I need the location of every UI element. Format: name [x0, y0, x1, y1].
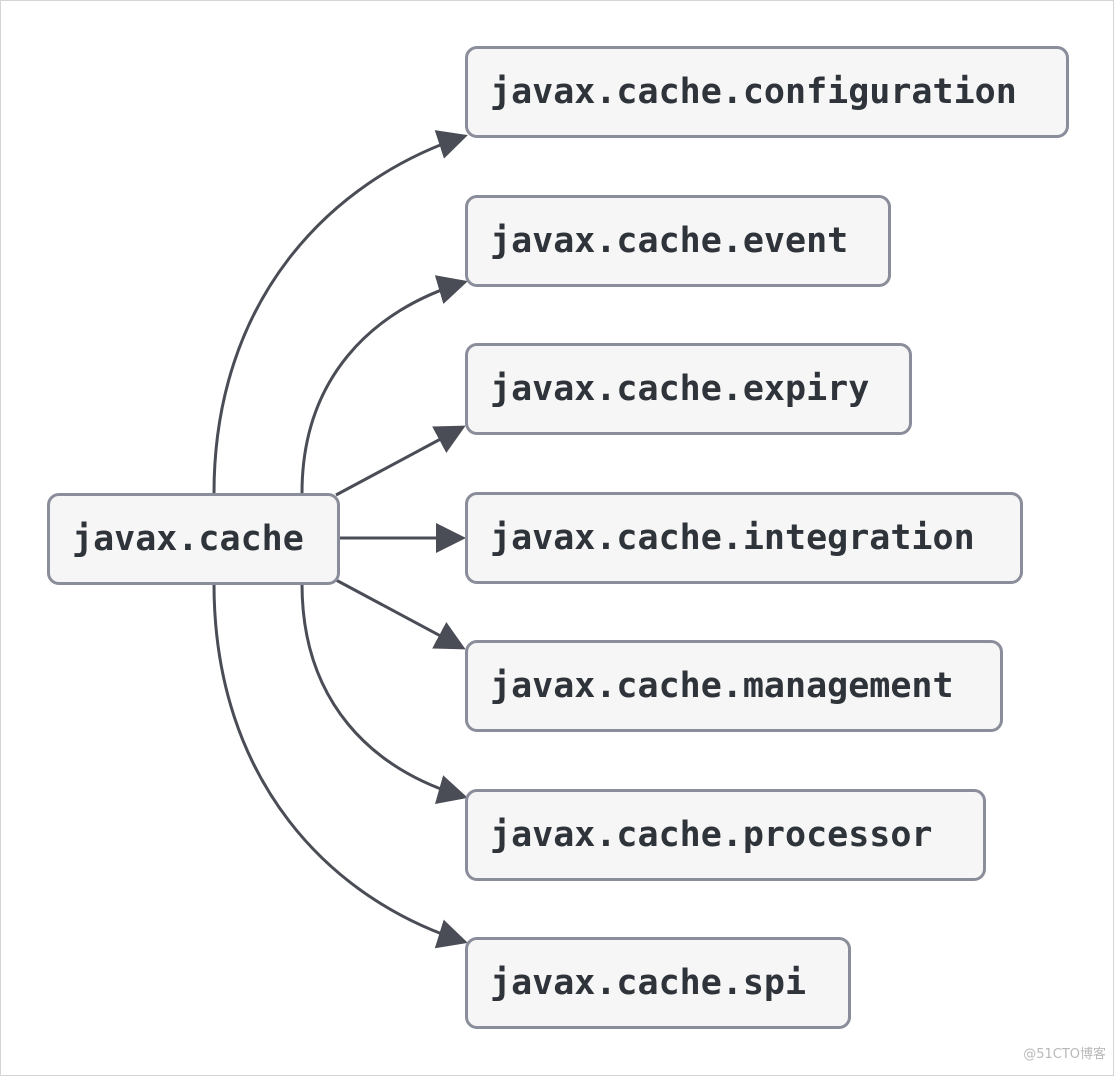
edge-processor [300, 583, 468, 805]
node-javax-cache-event[interactable]: javax.cache.event [465, 195, 891, 287]
edge-expiry [335, 425, 466, 497]
watermark: @51CTO博客 [1023, 1047, 1106, 1062]
edge-event [300, 275, 468, 494]
edge-management [335, 578, 466, 650]
edge-configuration [212, 130, 468, 494]
node-label: javax.cache.event [490, 221, 849, 261]
node-label: javax.cache [72, 519, 304, 559]
node-javax-cache-management[interactable]: javax.cache.management [465, 640, 1003, 732]
node-javax-cache-configuration[interactable]: javax.cache.configuration [465, 46, 1069, 138]
node-javax-cache[interactable]: javax.cache [47, 493, 340, 585]
node-javax-cache-integration[interactable]: javax.cache.integration [465, 492, 1023, 584]
node-label: javax.cache.configuration [490, 72, 1017, 112]
node-javax-cache-processor[interactable]: javax.cache.processor [465, 789, 986, 881]
node-javax-cache-expiry[interactable]: javax.cache.expiry [465, 343, 912, 435]
node-javax-cache-spi[interactable]: javax.cache.spi [465, 937, 851, 1029]
edge-spi [212, 583, 468, 949]
node-label: javax.cache.spi [490, 963, 807, 1003]
node-label: javax.cache.integration [490, 518, 975, 558]
node-label: javax.cache.expiry [490, 369, 870, 409]
node-label: javax.cache.processor [490, 815, 933, 855]
node-label: javax.cache.management [490, 666, 954, 706]
